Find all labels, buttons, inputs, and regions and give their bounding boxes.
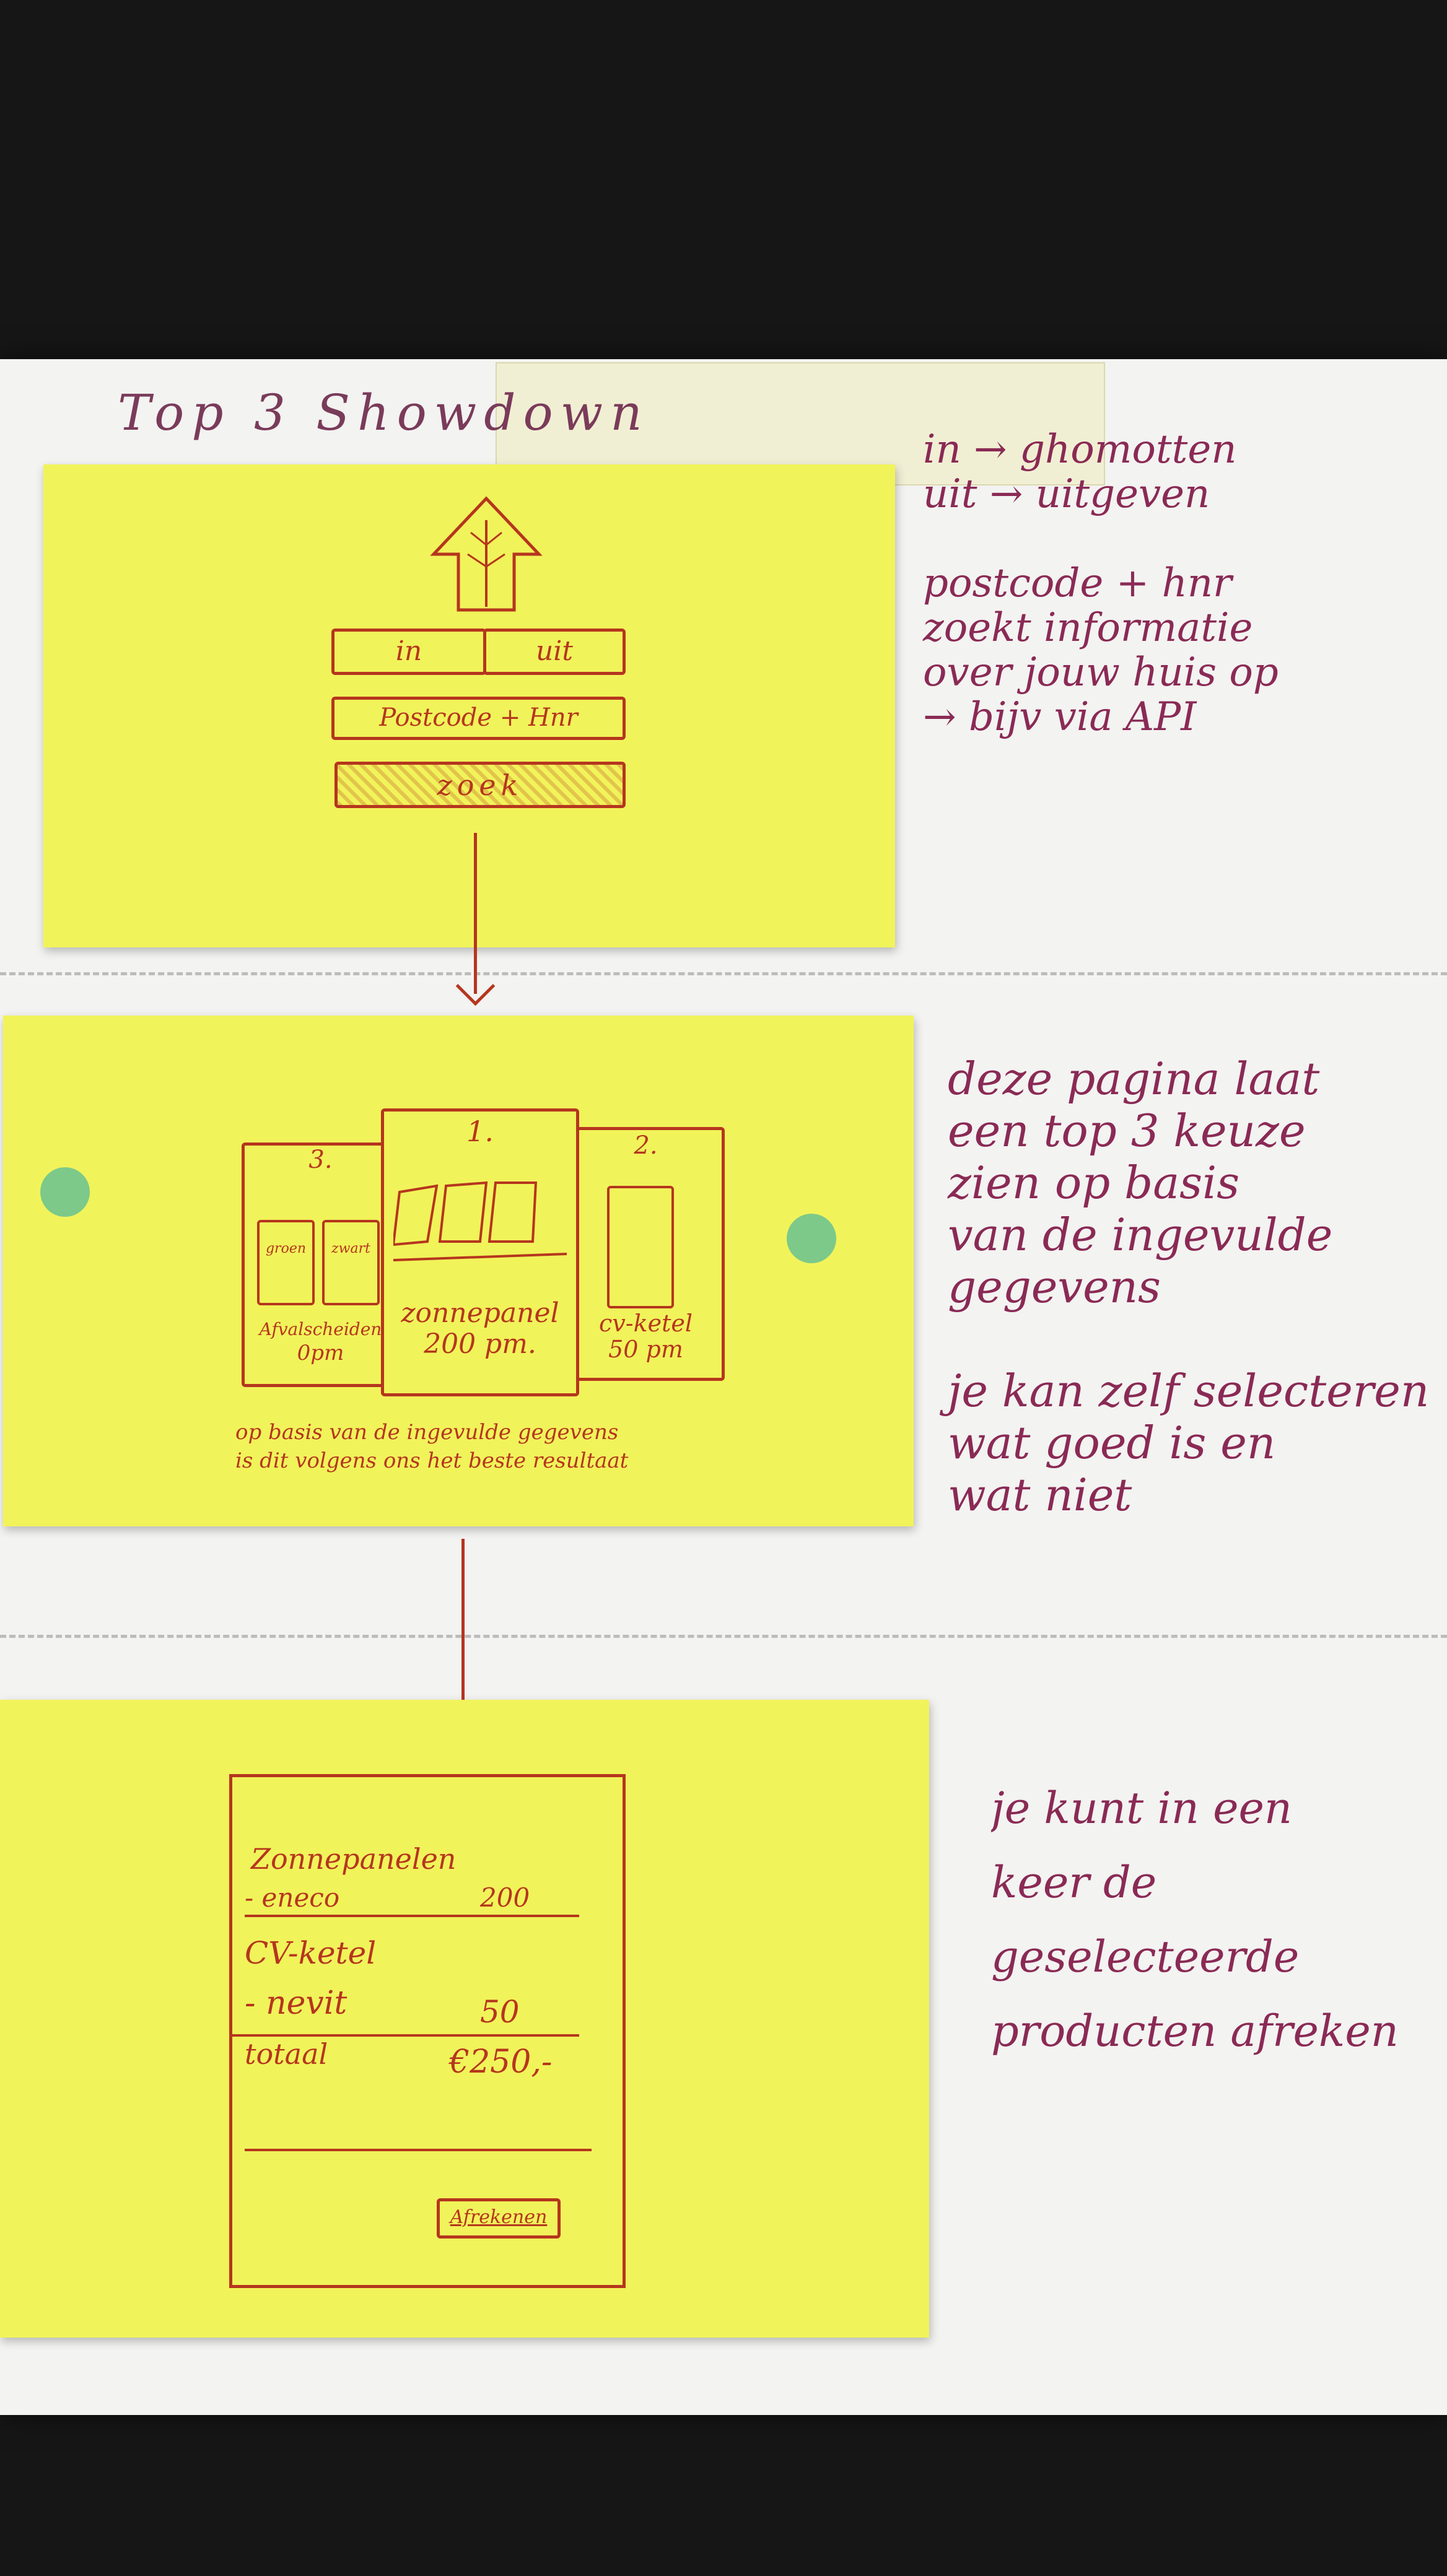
zoek-button[interactable]: zoek [334, 762, 626, 808]
checkout-button[interactable]: Afrekenen [437, 2198, 561, 2239]
postcode-input[interactable]: Postcode + Hnr [331, 697, 626, 740]
total-label: totaal [245, 2037, 328, 2071]
toggle-uit-button[interactable]: uit [483, 629, 626, 675]
card1-name: zonnepanel [401, 1297, 559, 1329]
card3-name: Afvalscheiden [259, 1319, 382, 1339]
item1-vendor: - eneco [245, 1882, 340, 1913]
fold-line [0, 972, 1447, 975]
card1-rank: 1. [466, 1115, 494, 1148]
divider [245, 1915, 579, 1917]
toggle-uit-label: uit [535, 635, 574, 667]
black-bin-icon: zwart [322, 1220, 380, 1305]
green-bin-icon: groen [257, 1220, 315, 1305]
result-caption: op basis van de ingevulde gegevens is di… [235, 1420, 629, 1473]
flow-arrow [461, 1539, 465, 1737]
toggle-in-label: in [395, 635, 422, 667]
total-value: €250,- [449, 2043, 553, 2081]
card3-price: 0pm [297, 1341, 344, 1365]
receipt-panel: Zonnepanelen - eneco 200 CV-ketel - nevi… [229, 1774, 626, 2288]
zoek-label: zoek [437, 768, 523, 802]
fold-line [0, 1635, 1447, 1638]
result-card-2[interactable]: 2. cv-ketel 50 pm [567, 1127, 725, 1381]
item2-vendor: - nevit [245, 1985, 348, 2022]
card3-rank: 3. [308, 1146, 333, 1174]
page-title: Top 3 Showdown [118, 384, 650, 442]
postit-top3-screen: 3. groen zwart Afvalscheiden 0pm 2. cv-k… [3, 1016, 914, 1526]
card2-name: cv-ketel [598, 1310, 693, 1337]
item1-price: 200 [480, 1882, 530, 1913]
carousel-next-dot[interactable] [787, 1214, 836, 1263]
result-card-1[interactable]: 1. zonnepanel 200 pm. [381, 1108, 579, 1396]
card3-bin1-label: groen [265, 1241, 307, 1256]
boiler-icon [607, 1186, 674, 1308]
note-step3: je kunt in een keer de geselecteerde pro… [991, 1783, 1399, 2056]
toggle-in-button[interactable]: in [331, 629, 486, 675]
item1-name: Zonnepanelen [251, 1842, 457, 1876]
postit-checkout-screen: Zonnepanelen - eneco 200 CV-ketel - nevi… [0, 1700, 929, 2338]
carousel-prev-dot[interactable] [40, 1167, 90, 1217]
postcode-placeholder: Postcode + Hnr [379, 703, 578, 732]
divider [232, 2034, 579, 2037]
note-step2: deze pagina laat een top 3 keuze zien op… [948, 1053, 1430, 1521]
postit-search-screen: in uit Postcode + Hnr zoek [43, 464, 895, 947]
card2-price: 50 pm [608, 1336, 683, 1363]
item2-price: 50 [480, 1994, 520, 2030]
solar-panel-icon [393, 1181, 567, 1261]
checkout-label: Afrekenen [450, 2206, 548, 2228]
result-card-3[interactable]: 3. groen zwart Afvalscheiden 0pm [242, 1142, 400, 1387]
item2-name: CV-ketel [245, 1935, 377, 1971]
flow-arrow [474, 833, 477, 994]
divider [245, 2149, 592, 2151]
note-step1: in → ghomotten uit → uitgeven postcode +… [923, 427, 1279, 740]
card3-bin2-label: zwart [331, 1241, 370, 1256]
card2-rank: 2. [634, 1131, 658, 1160]
house-logo-icon [430, 496, 543, 612]
card1-price: 200 pm. [424, 1328, 536, 1360]
